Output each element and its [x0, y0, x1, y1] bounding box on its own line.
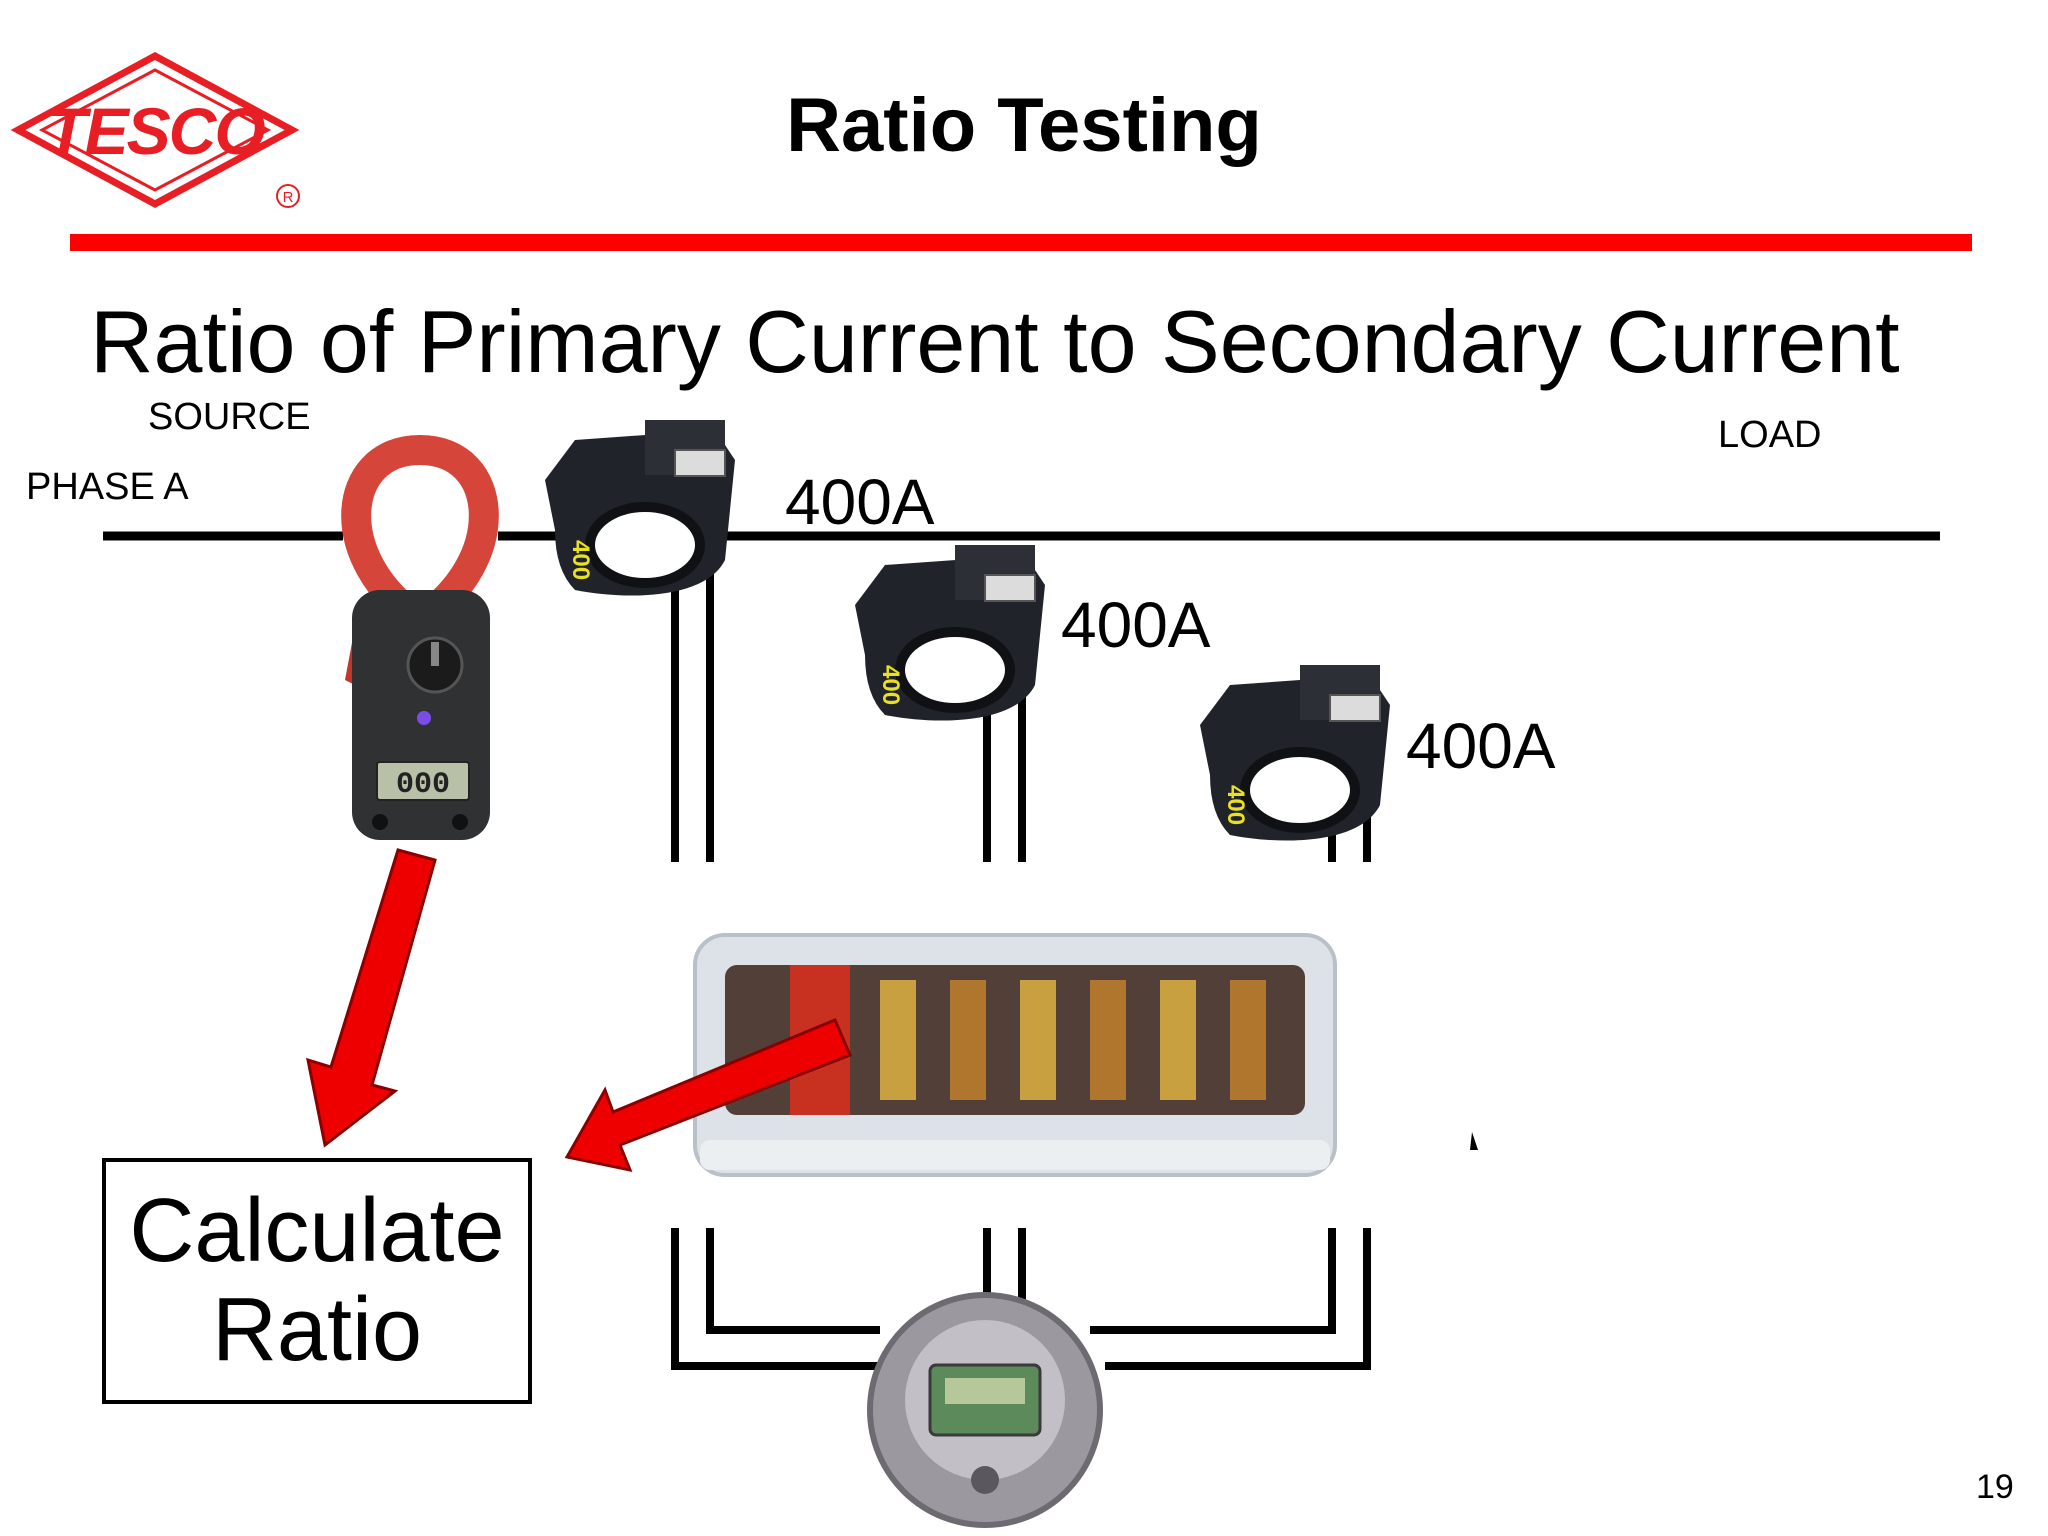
electricity-meter [867, 1292, 1103, 1528]
tesco-logo: TESCO R [10, 52, 300, 208]
meter-wiring [671, 1228, 1371, 1370]
arrow-meter-to-calc [306, 848, 437, 1148]
calculate-ratio-line-2: Ratio [211, 1280, 423, 1380]
arrow-switch-to-calc [564, 1018, 852, 1173]
page-title: Ratio Testing [786, 83, 1262, 168]
ct-3-rating-label: 400A [1406, 710, 1556, 782]
test-switch [693, 933, 1337, 1177]
current-transformer-1: 400 [545, 420, 735, 596]
ct-1-mark: 400 [567, 540, 594, 580]
ct-2-mark: 400 [877, 665, 904, 705]
header-divider [70, 234, 1972, 251]
indicator-light [417, 711, 431, 725]
logo-registered-mark: R [283, 189, 294, 206]
phase-a-label: PHASE A [26, 466, 189, 508]
ct-2-rating-label: 400A [1061, 589, 1211, 661]
meter-lcd [376, 761, 470, 801]
current-transformer-2: 400 [855, 545, 1045, 721]
calculate-ratio-line-1: Calculate [129, 1181, 505, 1281]
clamp-jaw [341, 434, 499, 639]
page-number: 19 [1976, 1468, 2014, 1506]
source-label: SOURCE [148, 396, 311, 438]
clamp-meter: 000 [341, 434, 499, 840]
calculate-ratio-box: Calculate Ratio [102, 1158, 532, 1404]
ct-1-rating-label: 400A [785, 466, 935, 538]
meter-lcd-reading: 000 [396, 768, 450, 802]
load-label: LOAD [1718, 414, 1822, 456]
logo-text: TESCO [46, 94, 265, 168]
slide-subtitle: Ratio of Primary Current to Secondary Cu… [90, 292, 1900, 391]
current-transformer-3: 400 [1200, 665, 1390, 841]
ct-3-mark: 400 [1222, 785, 1249, 825]
